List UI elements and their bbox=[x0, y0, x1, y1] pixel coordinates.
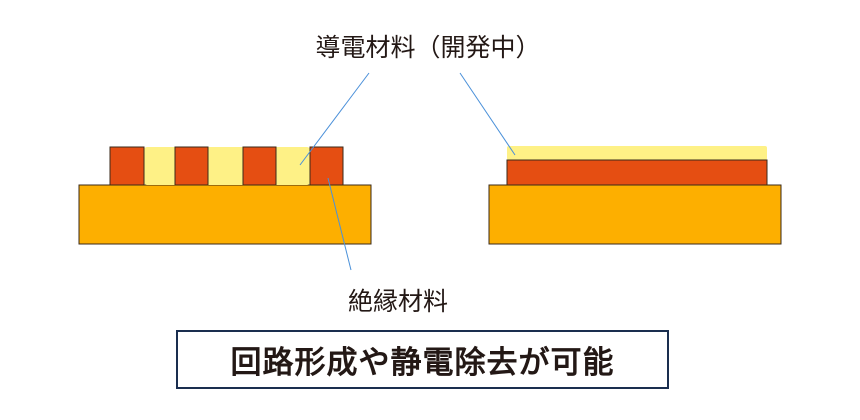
conductive-material-label: 導電材料（開発中） bbox=[315, 33, 541, 62]
right-substrate bbox=[488, 184, 782, 245]
caption-text: 回路形成や静電除去が可能 bbox=[230, 345, 615, 381]
insulating-material-label: 絶縁材料 bbox=[347, 287, 449, 316]
left-conductor-bar-4 bbox=[309, 146, 344, 186]
caption-box: 回路形成や静電除去が可能 bbox=[176, 330, 669, 389]
left-conductor-bar-1 bbox=[109, 146, 145, 186]
right-conductive-layer bbox=[507, 146, 767, 160]
leader-line-insulating bbox=[327, 177, 352, 271]
right-conductor-layer bbox=[506, 159, 768, 186]
leader-line-right-conductive bbox=[459, 72, 516, 156]
left-insulator-fill bbox=[144, 147, 310, 185]
left-conductor-bar-3 bbox=[242, 146, 277, 186]
leader-line-left-conductive bbox=[299, 72, 370, 166]
left-substrate bbox=[78, 184, 372, 245]
left-conductor-bar-2 bbox=[174, 146, 209, 186]
